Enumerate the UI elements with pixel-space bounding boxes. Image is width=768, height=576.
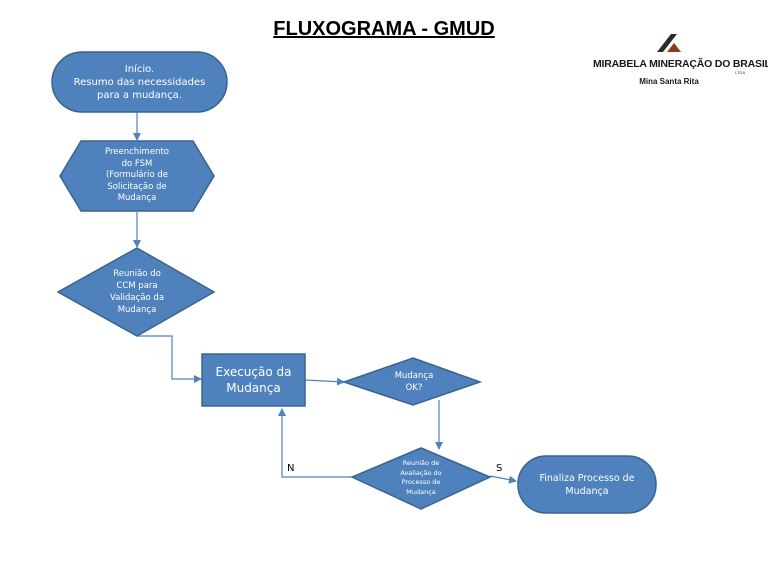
company-logo: MIRABELA MINERAÇÃO DO BRASIL LTDA Mina S… <box>593 28 768 94</box>
edge-label-yes: S <box>496 463 503 474</box>
node-ccm-label: Reunião do CCM para Validação da Mudança <box>109 269 165 315</box>
edge-exec-to-ok <box>304 377 345 386</box>
logo-company-suffix: LTDA <box>735 70 745 75</box>
page-title: FLUXOGRAMA - GMUD <box>273 18 495 40</box>
node-exec <box>201 353 306 407</box>
node-eval-label: Reunião de Avaliação do Processo de Muda… <box>400 459 442 496</box>
node-fsm-label: Preenchimento do FSM (Formulário de Soli… <box>105 147 169 204</box>
node-ccm <box>56 247 216 337</box>
node-eval <box>350 447 492 510</box>
node-end <box>517 455 657 514</box>
node-ok-label: Mudança OK? <box>394 371 434 393</box>
edge-label-no: N <box>287 463 295 474</box>
node-start-label: Início. Resumo das necessidades para a m… <box>73 63 206 101</box>
edge-eval-no-to-exec <box>278 408 352 478</box>
node-exec-label: Execução da Mudança <box>215 365 292 395</box>
node-start <box>51 51 228 113</box>
logo-site-name: Mina Santa Rita <box>639 77 699 86</box>
node-ok <box>341 357 483 406</box>
logo-company-name: MIRABELA MINERAÇÃO DO BRASIL <box>593 58 768 70</box>
node-fsm <box>59 140 215 212</box>
node-end-label: Finaliza Processo de Mudança <box>539 472 635 497</box>
edge-ccm-to-exec <box>137 335 202 383</box>
logo-mark-icon <box>657 34 681 52</box>
edge-eval-yes-to-end <box>489 475 517 484</box>
